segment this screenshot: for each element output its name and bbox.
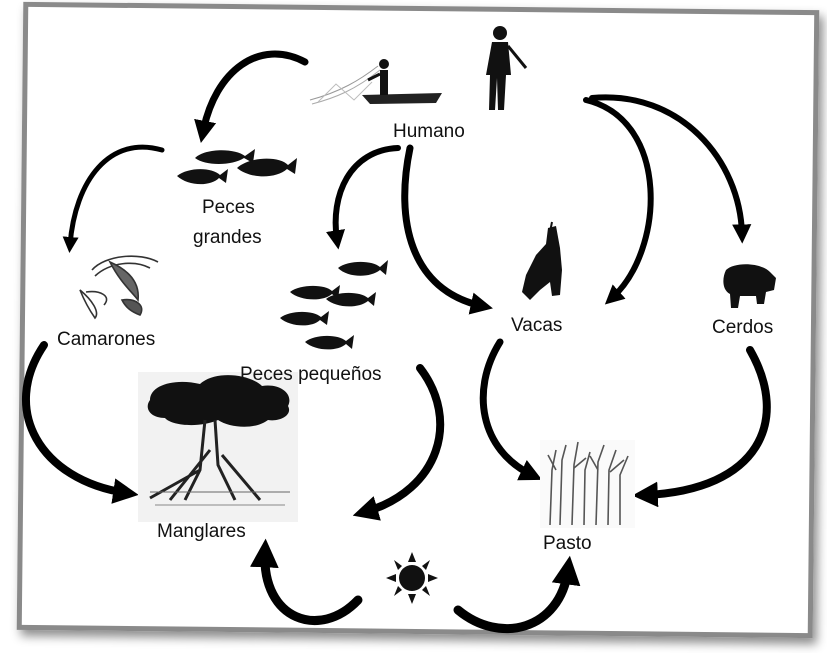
arrow-cerdos-pasto [632,346,771,508]
label-pasto: Pasto [543,533,592,554]
arrow-sol-pasto [453,555,581,634]
small-fish-icon [280,260,388,350]
label-peces-pequenos: Peces pequeños [240,364,382,385]
fisherman-icon [309,59,442,105]
pig-icon [723,264,776,308]
arrows [22,50,771,634]
arrow-humano-peces-grandes [194,50,309,143]
shrimp-icon [79,255,159,320]
arrow-humano-vacas-return [583,97,654,305]
arrow-peces-grandes-camarones [62,144,165,253]
label-cerdos: Cerdos [712,317,773,338]
label-peces-grandes-line1: Peces [202,197,255,218]
arrow-camarones-manglares [22,341,139,504]
label-humano: Humano [393,121,465,142]
label-peces-grandes-line2: grandes [193,227,262,248]
arrow-peces-pequenos-manglares [352,364,445,521]
arrow-humano-vacas [401,144,493,315]
cow-icon [522,221,562,300]
label-camarones: Camarones [57,329,155,350]
arrow-vacas-pasto [479,338,543,481]
mangrove-tree-icon [138,372,298,522]
grass-icon [540,440,635,528]
human-icon [486,26,528,110]
sun-icon [386,552,438,604]
arrow-sol-manglares [249,538,363,625]
label-vacas: Vacas [511,315,562,336]
fish-icon [177,149,297,185]
arrow-humano-cerdos [589,94,752,244]
arrow-humano-peces-pequenos [326,145,401,250]
label-manglares: Manglares [157,521,246,542]
